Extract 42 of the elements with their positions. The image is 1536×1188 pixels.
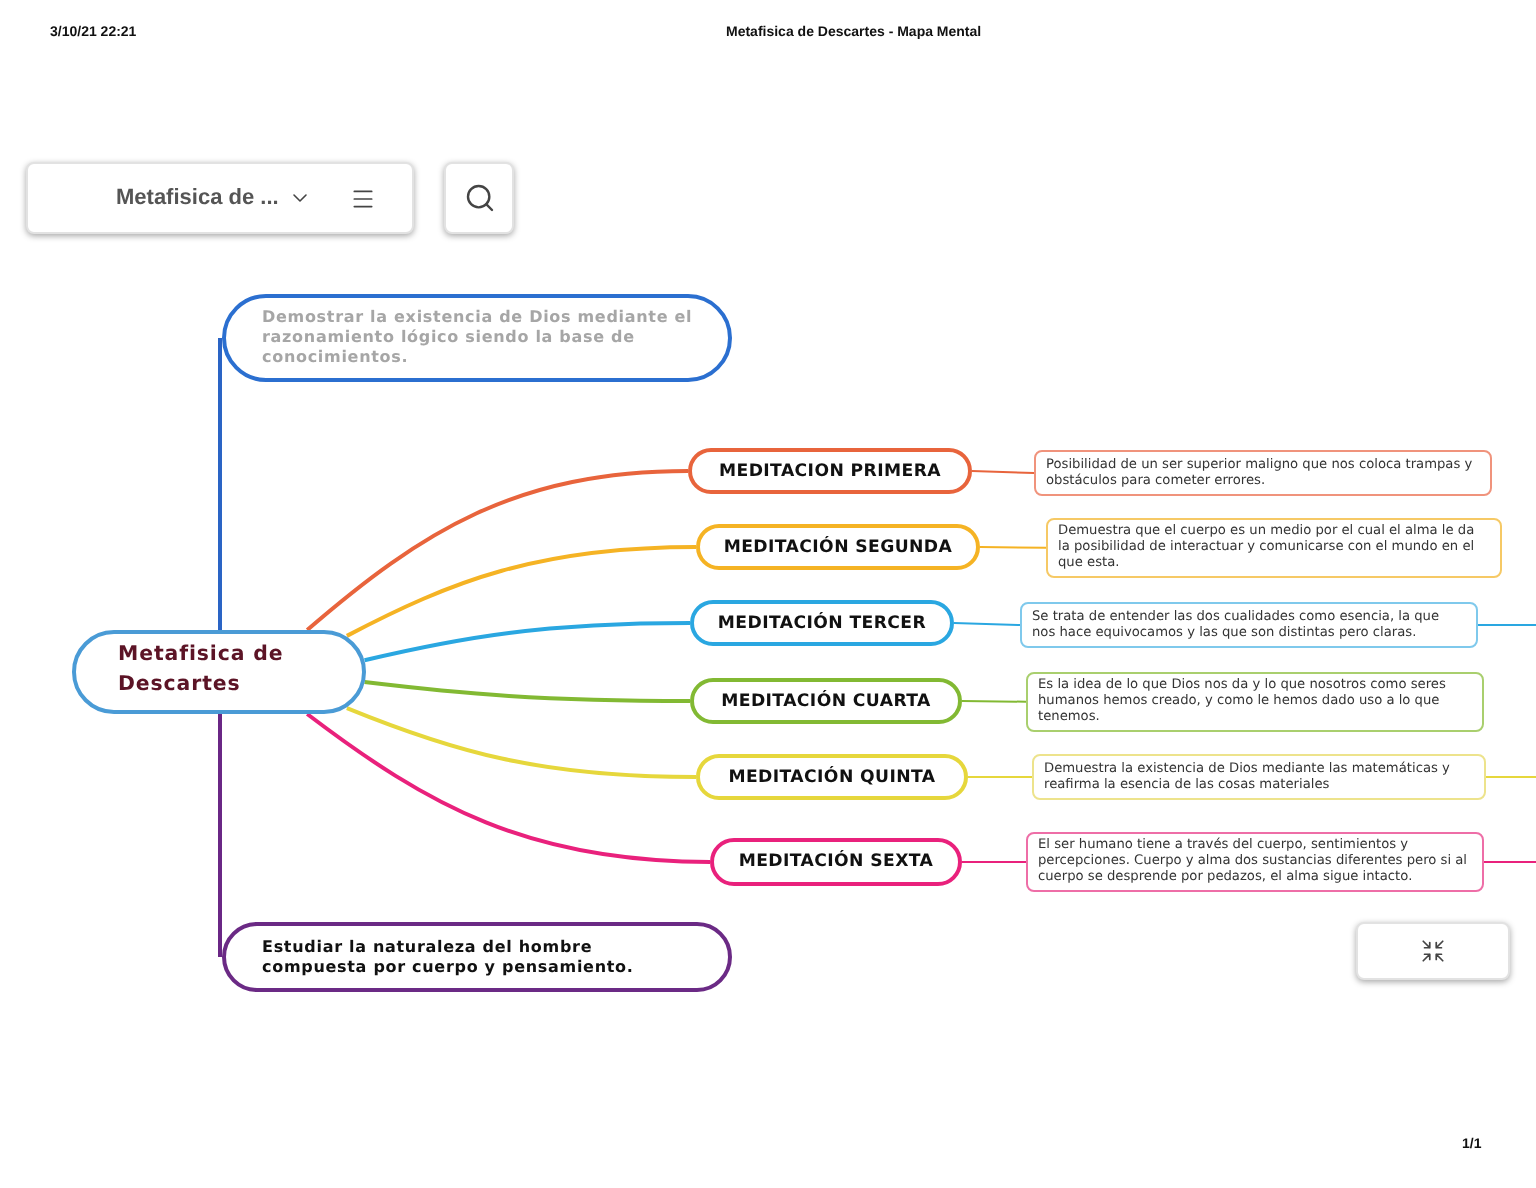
meditation-title: MEDITACIÓN QUINTA bbox=[728, 767, 936, 787]
branch-line bbox=[364, 621, 690, 663]
connector-line bbox=[971, 470, 1035, 474]
description-node bbox=[1046, 518, 1502, 578]
branch-line bbox=[305, 469, 689, 632]
meditation-node bbox=[710, 838, 962, 886]
connector-line bbox=[1477, 624, 1536, 626]
main-idea-node bbox=[222, 294, 732, 382]
branch-line bbox=[218, 714, 222, 957]
connector-line bbox=[953, 622, 1021, 626]
branch-line bbox=[346, 706, 697, 779]
connector-line bbox=[967, 776, 1033, 778]
meditation-node bbox=[690, 600, 954, 646]
meditation-title: MEDITACION PRIMERA bbox=[719, 461, 941, 481]
branch-line bbox=[364, 680, 690, 703]
connector-line bbox=[979, 546, 1047, 549]
meditation-title: MEDITACIÓN SEGUNDA bbox=[723, 537, 953, 557]
description-node bbox=[1032, 754, 1486, 800]
central-topic-node bbox=[72, 630, 366, 714]
connector-line bbox=[961, 700, 1027, 703]
description-node bbox=[1026, 832, 1484, 892]
description-node bbox=[1026, 672, 1484, 732]
meditation-node bbox=[688, 448, 972, 494]
map-title: Metafisica de ... bbox=[116, 186, 279, 210]
branch-line bbox=[218, 338, 222, 630]
meditation-node bbox=[690, 678, 962, 724]
meditation-node bbox=[696, 754, 968, 800]
central-topic-text: Metafisica de Descartes bbox=[118, 642, 286, 700]
connector-line bbox=[1483, 861, 1536, 863]
description-node bbox=[1020, 602, 1478, 648]
connector-line bbox=[961, 861, 1027, 863]
meditation-title: MEDITACIÓN SEXTA bbox=[738, 852, 934, 872]
branch-line bbox=[306, 712, 711, 864]
branch-line bbox=[345, 545, 697, 638]
meditation-title: MEDITACIÓN CUARTA bbox=[721, 691, 931, 711]
main-idea-text: Estudiar la naturaleza del hombre compuesta por cuerpo y pensamiento. bbox=[262, 937, 636, 977]
main-idea-node bbox=[222, 922, 732, 992]
meditation-node bbox=[696, 524, 980, 570]
meditation-title: MEDITACIÓN TERCER bbox=[717, 613, 927, 633]
description-node bbox=[1034, 450, 1492, 496]
main-idea-text: Demostrar la existencia de Dios mediante el razonamiento lógico siendo la base de conocimientos. bbox=[262, 308, 695, 368]
connector-line bbox=[1485, 776, 1536, 778]
